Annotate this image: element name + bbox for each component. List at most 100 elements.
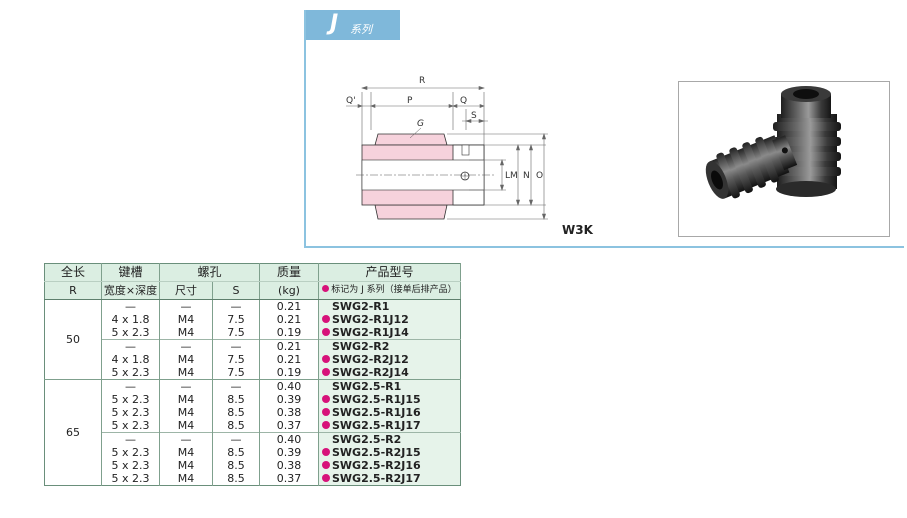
- tap-size-cell: M4: [159, 393, 213, 406]
- table-row: 5 x 2.3 M4 8.5 0.37 SWG2.5-R1J17: [45, 419, 461, 433]
- header-mass: 质量: [259, 263, 319, 282]
- product-photo: [678, 81, 890, 237]
- mass-cell: 0.38: [259, 406, 319, 419]
- model-cell: SWG2.5-R1: [318, 379, 461, 393]
- keyway-cell: —: [101, 379, 160, 393]
- tap-size-cell: M4: [159, 313, 213, 326]
- mass-cell: 0.39: [259, 393, 319, 406]
- small-worm-gear: [705, 135, 798, 199]
- model-cell: SWG2.5-R2: [318, 432, 461, 446]
- model-cell: SWG2-R2J14: [318, 366, 461, 380]
- mass-cell: 0.37: [259, 472, 319, 486]
- keyway-cell: 5 x 2.3: [101, 446, 160, 459]
- length-cell: 65: [44, 379, 102, 486]
- dim-m-label: M: [510, 171, 518, 181]
- table-row: 5 x 2.3 M4 7.5 0.19 SWG2-R2J14: [45, 366, 461, 380]
- mass-cell: 0.19: [259, 326, 319, 340]
- tap-s-cell: —: [212, 379, 260, 393]
- keyway-cell: 5 x 2.3: [101, 393, 160, 406]
- keyway-cell: 5 x 2.3: [101, 366, 160, 380]
- header-mass-unit: (kg): [259, 281, 319, 300]
- keyway-cell: 5 x 2.3: [101, 419, 160, 433]
- model-note-text: 标记为 J 系列（接单后排产品）: [331, 285, 457, 295]
- worm-body: [361, 133, 485, 220]
- table-row: 65 — — — 0.40 SWG2.5-R1: [44, 379, 461, 486]
- model-cell: SWG2-R1J12: [318, 313, 461, 326]
- mass-cell: 0.21: [259, 353, 319, 366]
- dim-p-label: P: [407, 96, 413, 106]
- dim-g-label: G: [417, 119, 424, 129]
- table-row: 5 x 2.3 M4 8.5 0.39 SWG2.5-R1J15: [45, 393, 461, 406]
- model-cell: SWG2.5-R2J15: [318, 446, 461, 459]
- tap-size-cell: M4: [159, 366, 213, 380]
- tap-s-cell: —: [212, 299, 260, 313]
- model-cell: SWG2-R2: [318, 339, 461, 353]
- series-tab: J 系列: [306, 10, 400, 40]
- mass-cell: 0.19: [259, 366, 319, 380]
- header-keyway-sub: 宽度×深度: [101, 281, 160, 300]
- mass-cell: 0.39: [259, 446, 319, 459]
- tap-size-cell: —: [159, 299, 213, 313]
- model-cell: SWG2.5-R2J17: [318, 472, 461, 486]
- tap-s-cell: 7.5: [212, 353, 260, 366]
- length-cell: 50: [44, 299, 102, 380]
- tap-size-cell: M4: [159, 326, 213, 340]
- keyway-cell: 5 x 2.3: [101, 326, 160, 340]
- flag-dot-icon: [322, 285, 330, 292]
- table-row: 50 — — — 0.21 SWG2-R1: [44, 299, 461, 380]
- mass-cell: 0.21: [259, 313, 319, 326]
- table-row: 4 x 1.8 M4 7.5 0.21 SWG2-R1J12: [45, 313, 461, 326]
- keyway-cell: 5 x 2.3: [101, 406, 160, 419]
- dim-n-label: N: [523, 171, 530, 181]
- keyway-cell: —: [101, 299, 160, 313]
- mass-cell: 0.37: [259, 419, 319, 433]
- tap-s-cell: 8.5: [212, 406, 260, 419]
- header-tap-s: S: [212, 281, 260, 300]
- keyway-cell: 5 x 2.3: [101, 472, 160, 486]
- table-row: — — — 0.40 SWG2.5-R2: [45, 432, 461, 446]
- tap-size-cell: —: [159, 339, 213, 353]
- mass-cell: 0.40: [259, 432, 319, 446]
- spec-table: 全长 键槽 螺孔 质量 产品型号 R 宽度×深度 尺寸 S (kg) 标记为 J…: [44, 263, 461, 486]
- header-length: 全长: [44, 263, 102, 282]
- keyway-cell: 5 x 2.3: [101, 459, 160, 472]
- tap-s-cell: 8.5: [212, 393, 260, 406]
- model-cell: SWG2-R2J12: [318, 353, 461, 366]
- tap-size-cell: M4: [159, 472, 213, 486]
- worm-technical-drawing: R Q' P Q S: [346, 76, 548, 220]
- tap-size-cell: M4: [159, 446, 213, 459]
- mass-cell: 0.38: [259, 459, 319, 472]
- keyway-cell: —: [101, 339, 160, 353]
- model-cell: SWG2-R1: [318, 299, 461, 313]
- large-worm-gear: [773, 86, 841, 197]
- table-row: 5 x 2.3 M4 8.5 0.38 SWG2.5-R2J16: [45, 459, 461, 472]
- header-tap-size: 尺寸: [159, 281, 213, 300]
- tap-s-cell: 7.5: [212, 313, 260, 326]
- tap-s-cell: 8.5: [212, 419, 260, 433]
- keyway-cell: —: [101, 432, 160, 446]
- table-row: 5 x 2.3 M4 8.5 0.37 SWG2.5-R2J17: [45, 472, 461, 486]
- product-code: W3K: [562, 223, 593, 237]
- tap-s-cell: 8.5: [212, 446, 260, 459]
- header-keyway: 键槽: [101, 263, 160, 282]
- mass-cell: 0.21: [259, 339, 319, 353]
- tap-s-cell: 7.5: [212, 366, 260, 380]
- dim-o-label: O: [536, 171, 543, 181]
- tap-size-cell: —: [159, 432, 213, 446]
- keyway-cell: 4 x 1.8: [101, 353, 160, 366]
- model-cell: SWG2.5-R1J17: [318, 419, 461, 433]
- dim-s-label: S: [471, 111, 477, 121]
- table-row: 5 x 2.3 M4 8.5 0.38 SWG2.5-R1J16: [45, 406, 461, 419]
- mass-cell: 0.40: [259, 379, 319, 393]
- series-letter: J: [330, 11, 339, 36]
- dim-q-prime-label: Q': [346, 96, 356, 106]
- mass-cell: 0.21: [259, 299, 319, 313]
- tap-size-cell: M4: [159, 459, 213, 472]
- header-tap: 螺孔: [159, 263, 260, 282]
- tap-s-cell: 8.5: [212, 472, 260, 486]
- table-row: — — — 0.21 SWG2-R2: [45, 339, 461, 353]
- tap-size-cell: M4: [159, 406, 213, 419]
- model-cell: SWG2-R1J14: [318, 326, 461, 340]
- dim-q-label: Q: [460, 96, 467, 106]
- header-model-note: 标记为 J 系列（接单后排产品）: [318, 281, 461, 300]
